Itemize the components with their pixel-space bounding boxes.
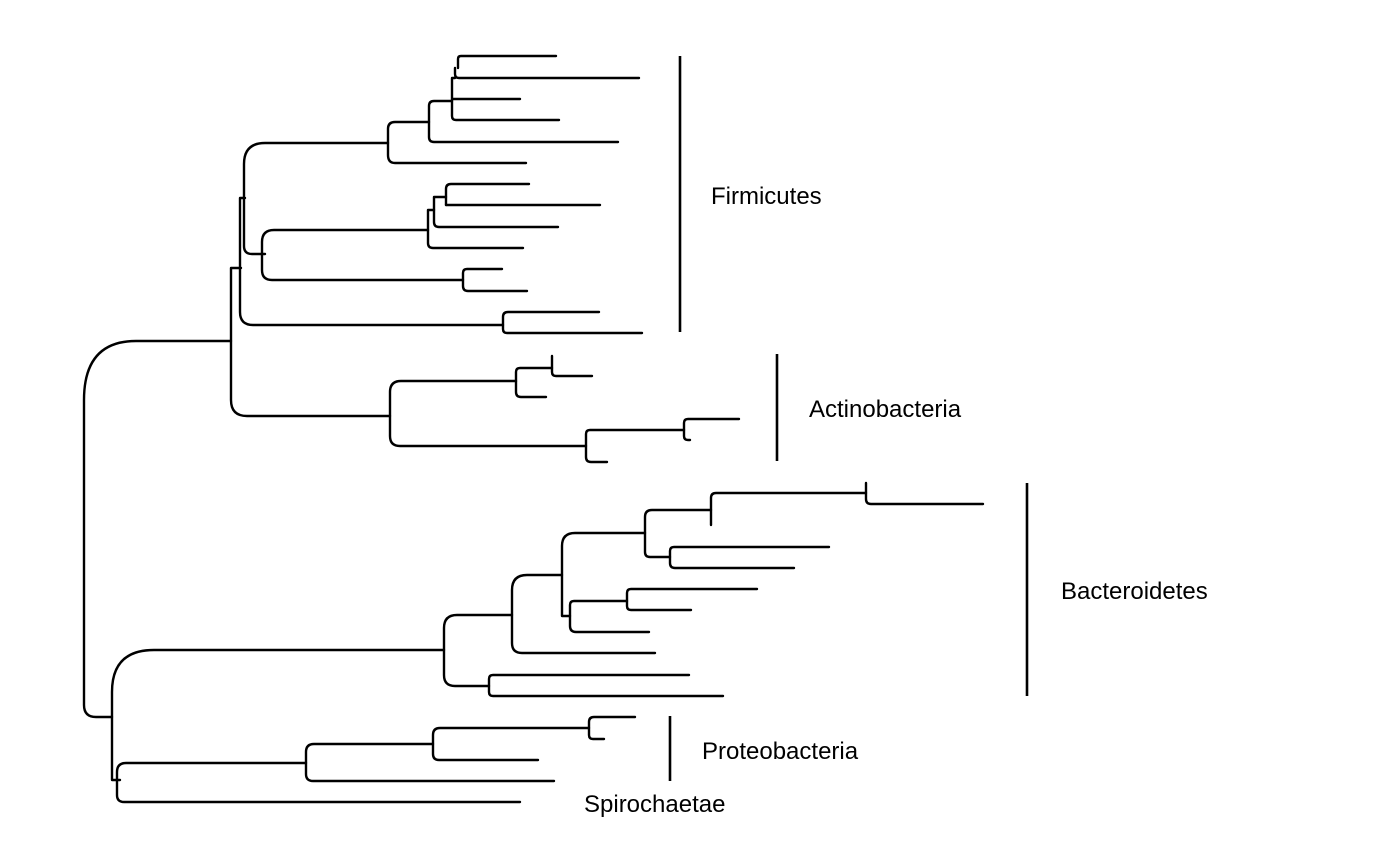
- clade-label-spirochaetae: Spirochaetae: [584, 791, 725, 818]
- clade-label-proteobacteria: Proteobacteria: [702, 738, 859, 765]
- branch-bact-a2: [643, 508, 713, 559]
- branch-firm-a: [386, 120, 528, 165]
- branch-bact-a: [510, 573, 657, 655]
- branch-firm-a5: [456, 54, 558, 70]
- branch-firm-b4: [444, 182, 531, 207]
- branch-firm-a4: [453, 66, 641, 80]
- branch-actino-b: [584, 428, 686, 464]
- clade-label-bacteroidetes: Bacteroidetes: [1061, 578, 1208, 605]
- clade-label-actinobacteria: Actinobacteria: [809, 396, 962, 423]
- branch-firm-b2: [432, 195, 560, 229]
- branch-firm-b5: [461, 267, 529, 293]
- branch-actino-b1: [682, 417, 741, 442]
- clade-bars: [668, 56, 1029, 781]
- branch-firm-b1: [426, 208, 525, 250]
- branch-actino: [388, 379, 588, 448]
- branch-firmicutes-upper: [242, 141, 390, 256]
- branch-actino-a1: [550, 354, 594, 378]
- branch-root: [82, 339, 233, 719]
- clade-label-firmicutes: Firmicutes: [711, 183, 822, 210]
- branch-firm-b: [260, 228, 465, 282]
- branch-bact-a4: [864, 481, 985, 506]
- branch-actino-a: [514, 366, 554, 399]
- branch-firm-a1: [427, 99, 620, 144]
- branch-proteo-a: [431, 726, 591, 762]
- branch-firmicutes-actino: [229, 266, 392, 418]
- branch-proteo-spiro: [115, 761, 522, 804]
- branch-firm-a2: [450, 76, 561, 122]
- branch-bacteroidetes: [442, 613, 514, 688]
- branch-proteo-a1: [587, 715, 637, 741]
- clade-labels: Firmicutes Actinobacteria Bacteroidetes …: [584, 183, 1208, 818]
- branch-firmicutes-root: [238, 196, 505, 327]
- branch-firm-c: [501, 310, 644, 335]
- branch-bact-a3: [709, 491, 868, 527]
- branch-bact-a5: [668, 545, 831, 570]
- branch-proteo: [304, 742, 556, 783]
- branch-bact-b: [487, 673, 725, 698]
- branch-lower-group: [110, 648, 446, 782]
- branch-bact-a6: [568, 599, 651, 634]
- tree-branches: [82, 54, 985, 804]
- branch-bact-a1: [560, 531, 647, 618]
- branch-bact-a7: [625, 587, 759, 612]
